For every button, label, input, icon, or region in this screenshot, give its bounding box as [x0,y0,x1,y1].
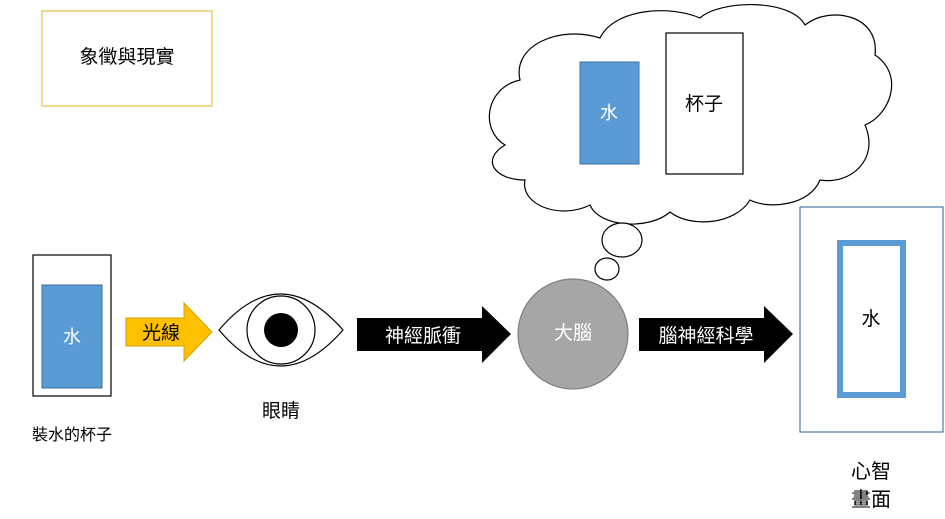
mental-water-outline [837,240,906,398]
nerve-label: 神經脈衝 [385,325,461,347]
eye-label: 眼睛 [262,400,300,422]
mental-label-line1: 心智 [851,459,891,483]
thought-cup-symbol: 杯子 [665,32,744,175]
thought-cup-text: 杯子 [685,93,723,115]
brain-label: 大腦 [554,322,592,344]
nerve-impulse-arrow: 神經脈衝 [357,306,511,363]
cup-with-water: 水 [32,254,112,397]
cup-water [41,284,103,389]
neuroscience-arrow: 腦神經科學 [639,306,793,363]
brain-circle: 大腦 [517,278,629,390]
thought-water-text: 水 [600,103,618,124]
thought-bubble-small [594,257,620,281]
light-label: 光線 [142,322,180,344]
cup-water-text: 水 [63,327,81,348]
mental-water-text: 水 [861,308,880,330]
light-arrow: 光線 [125,301,213,363]
thought-bubble-large [601,222,643,258]
thought-water-symbol: 水 [579,61,640,165]
neuro-label: 腦神經科學 [658,325,753,347]
mental-image-frame: 水 [799,206,944,433]
cup-label: 裝水的杯子 [32,425,112,444]
title-box: 象徵與現實 [41,10,213,107]
mental-label-line2: 畫面 [851,487,891,511]
title-text: 象徵與現實 [79,46,174,68]
eye-icon [218,293,344,367]
